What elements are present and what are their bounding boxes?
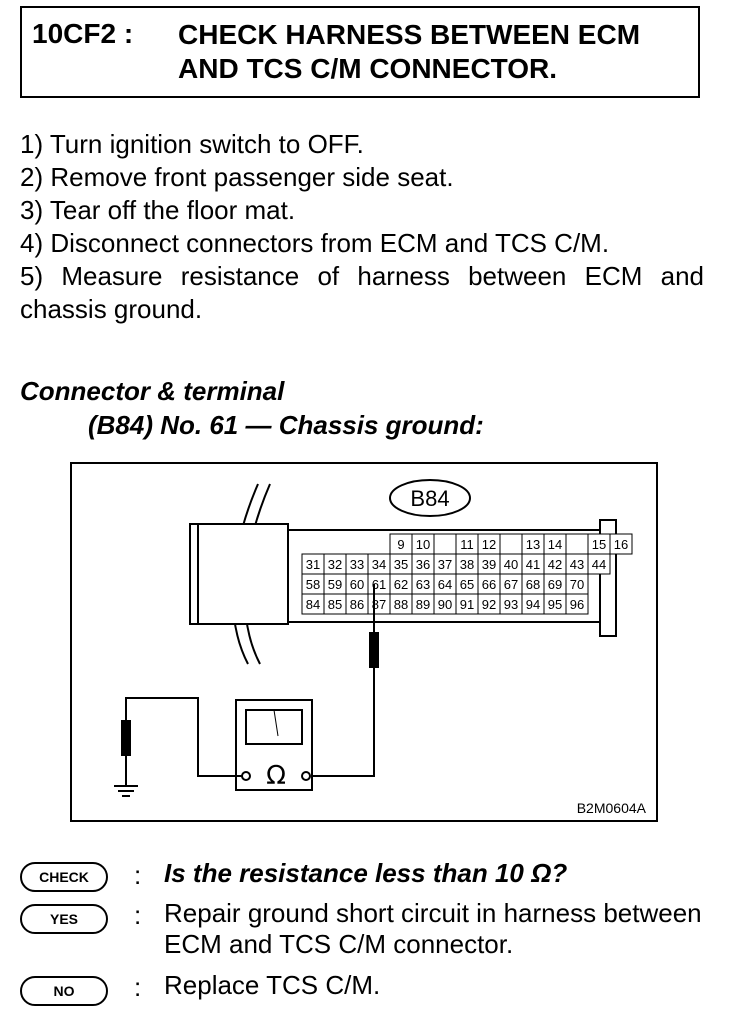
pin-label: 67	[504, 577, 518, 592]
pin-label: 89	[416, 597, 430, 612]
step-item: 5) Measure resistance of harness between…	[20, 261, 704, 324]
step-item: 3) Tear off the floor mat.	[20, 195, 296, 225]
pin-label: 63	[416, 577, 430, 592]
pin-label: 87	[372, 597, 386, 612]
check-colon: :	[134, 860, 142, 890]
figure-code: B2M0604A	[576, 800, 646, 816]
pin-label: 33	[350, 557, 364, 572]
pin-label: 92	[482, 597, 496, 612]
pin-label: 85	[328, 597, 342, 612]
pin-label: 96	[570, 597, 584, 612]
pin-label: 34	[372, 557, 386, 572]
pin-label: 43	[570, 557, 584, 572]
section-heading: Connector & terminal	[20, 376, 285, 406]
pin-label: 86	[350, 597, 364, 612]
pin-label: 88	[394, 597, 408, 612]
pin-label: 91	[460, 597, 474, 612]
pin-label: 37	[438, 557, 452, 572]
no-answer: Replace TCS C/M.	[164, 970, 381, 1000]
pin-label: 31	[306, 557, 320, 572]
pin-cell	[499, 533, 523, 555]
pin-label: 35	[394, 557, 408, 572]
pin-label: 64	[438, 577, 452, 592]
pin-label: 93	[504, 597, 518, 612]
pin-label: 38	[460, 557, 474, 572]
pin-label: 40	[504, 557, 518, 572]
probe-red	[369, 632, 379, 668]
pin-label: 84	[306, 597, 320, 612]
step-item: 2) Remove front passenger side seat.	[20, 162, 454, 192]
pin-label: 42	[548, 557, 562, 572]
pin-label: 32	[328, 557, 342, 572]
pin-label: 65	[460, 577, 474, 592]
pin-label: 14	[548, 537, 562, 552]
connector-label-oval	[389, 479, 471, 517]
pin-label: 15	[592, 537, 606, 552]
pin-label: 68	[526, 577, 540, 592]
pin-label: 60	[350, 577, 364, 592]
pin-label: 16	[614, 537, 628, 552]
pin-label: 44	[592, 557, 606, 572]
pin-label: 11	[460, 537, 474, 552]
pin-label: 69	[548, 577, 562, 592]
step-item: 4) Disconnect connectors from ECM and TC…	[20, 228, 610, 258]
connector-pins: 9 10 11 12 13 14 15 16 31 32 33 34 35 36 37 38 39 40 41 42 4…	[301, 533, 633, 615]
check-question: Is the resistance less than 10 Ω?	[164, 858, 568, 888]
pin-label: 39	[482, 557, 496, 572]
pin-label: 70	[570, 577, 584, 592]
pin-label: 61	[372, 577, 386, 592]
step-title-box: 10CF2 : CHECK HARNESS BETWEEN ECM AND TC…	[20, 6, 700, 98]
step-title: CHECK HARNESS BETWEEN ECM AND TCS C/M CO…	[178, 18, 640, 86]
step-code: 10CF2 :	[32, 18, 134, 49]
pin-label: 36	[416, 557, 430, 572]
pin-label: 94	[526, 597, 540, 612]
pin-label: 41	[526, 557, 540, 572]
pin-label: 59	[328, 577, 342, 592]
section-subheading: (B84) No. 61 — Chassis ground:	[88, 410, 484, 440]
no-badge: NO	[20, 976, 108, 1006]
pin-label: 90	[438, 597, 452, 612]
pin-label: 58	[306, 577, 320, 592]
pin-label: 66	[482, 577, 496, 592]
title-line-2: AND TCS C/M CONNECTOR.	[178, 53, 558, 84]
connector-diagram: B84 9 10 11 12 13 14 15 16 31 32 33 34 35 36 37 38 39 40 4…	[114, 479, 633, 797]
check-badge: CHECK	[20, 862, 108, 892]
yes-colon: :	[134, 900, 142, 930]
connector-figure: B84 9 10 11 12 13 14 15 16 31 32 33 34 35 36 37 38 39 40 4…	[70, 462, 658, 822]
no-colon: :	[134, 972, 142, 1002]
yes-answer: Repair ground short circuit in harness b…	[164, 898, 702, 959]
pin-label: 10	[416, 537, 430, 552]
title-line-1: CHECK HARNESS BETWEEN ECM	[178, 19, 641, 50]
probe-black	[121, 720, 131, 756]
procedure-steps: 1) Turn ignition switch to OFF. 2) Remov…	[20, 128, 704, 326]
pin-label: 62	[394, 577, 408, 592]
pin-cell	[433, 533, 457, 555]
connector-label: B84	[410, 486, 449, 511]
pin-cell	[565, 533, 589, 555]
pin-label: 12	[482, 537, 496, 552]
ohm-symbol: Ω	[266, 761, 286, 791]
pin-label: 9	[397, 537, 404, 552]
yes-badge: YES	[20, 904, 108, 934]
step-item: 1) Turn ignition switch to OFF.	[20, 129, 364, 159]
pin-label: 95	[548, 597, 562, 612]
pin-cell	[587, 553, 611, 575]
pin-cell	[565, 593, 589, 615]
pin-label: 13	[526, 537, 540, 552]
pin-cell	[609, 533, 633, 555]
